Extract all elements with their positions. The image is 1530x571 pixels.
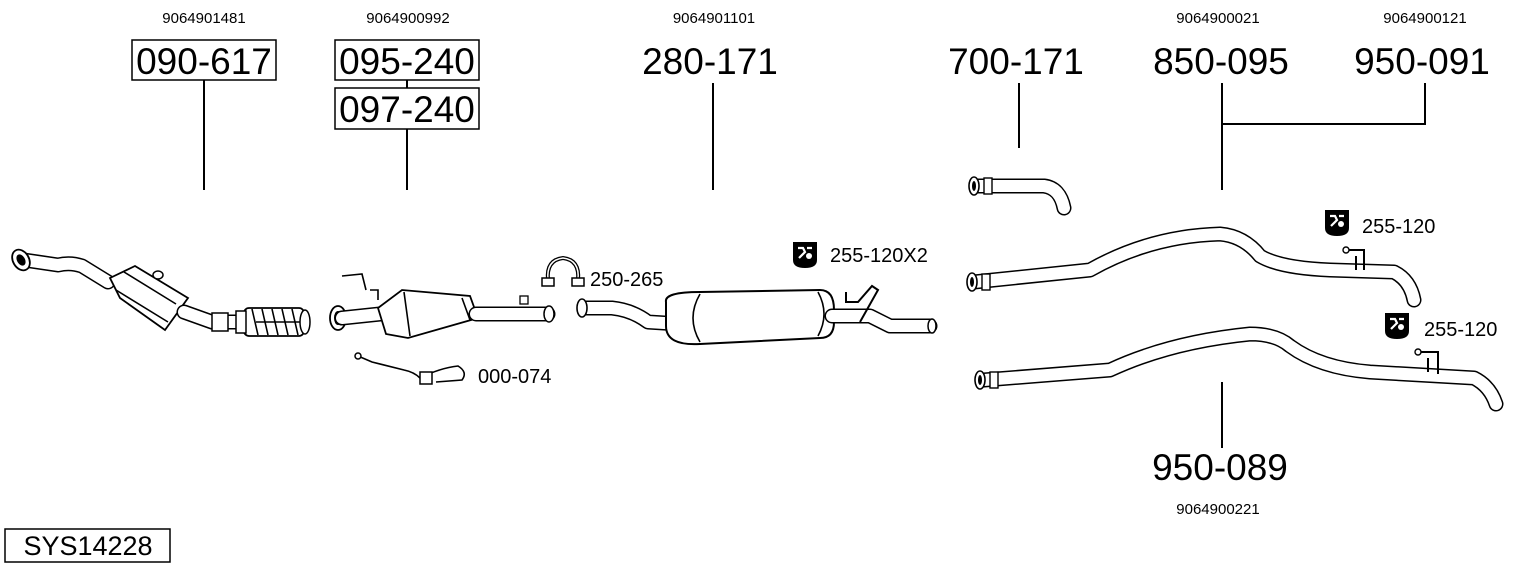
clamp-part-number[interactable]: 250-265 bbox=[590, 269, 663, 291]
tail-pipe-lower[interactable] bbox=[974, 326, 1504, 412]
rubber-hanger-icon[interactable] bbox=[1325, 210, 1349, 236]
rubber-hanger-icon[interactable] bbox=[1385, 313, 1409, 339]
part-number-dpf2[interactable]: 097-240 bbox=[339, 89, 475, 130]
exhaust-sensor[interactable] bbox=[354, 352, 466, 385]
leader-line-tail-pair bbox=[1221, 83, 1426, 190]
rear-silencer[interactable] bbox=[576, 284, 938, 346]
part-number-tail-short[interactable]: 700-171 bbox=[948, 41, 1084, 82]
hanger-lower-part-number[interactable]: 255-120 bbox=[1424, 319, 1497, 341]
part-number-tail-mid[interactable]: 850-095 bbox=[1153, 41, 1289, 82]
tail-pipe-upper[interactable] bbox=[966, 226, 1422, 308]
oem-number-tail-long: 9064900121 bbox=[1383, 10, 1466, 27]
sensor-part-number[interactable]: 000-074 bbox=[478, 366, 551, 388]
system-code: SYS14228 bbox=[23, 531, 152, 561]
rubber-hanger-icon[interactable] bbox=[793, 242, 817, 268]
pipe-clamp-icon[interactable] bbox=[541, 255, 585, 287]
diesel-particulate-filter[interactable] bbox=[329, 273, 556, 339]
oem-number-tail-low: 9064900221 bbox=[1176, 501, 1259, 518]
oem-number-cat: 9064901481 bbox=[162, 10, 245, 27]
part-number-cat[interactable]: 090-617 bbox=[136, 41, 272, 82]
hanger-silencer-part-number[interactable]: 255-120X2 bbox=[830, 245, 928, 267]
catalytic-converter[interactable] bbox=[9, 246, 311, 337]
part-number-silencer[interactable]: 280-171 bbox=[642, 41, 778, 82]
oem-number-dpf: 9064900992 bbox=[366, 10, 449, 27]
tail-pipe-short[interactable] bbox=[968, 176, 1072, 216]
part-number-tail-low[interactable]: 950-089 bbox=[1152, 447, 1288, 488]
part-number-dpf1[interactable]: 095-240 bbox=[339, 41, 475, 82]
oem-number-tail-mid: 9064900021 bbox=[1176, 10, 1259, 27]
system-code-box bbox=[4, 528, 171, 563]
oem-number-silencer: 9064901101 bbox=[673, 10, 755, 27]
part-number-tail-long[interactable]: 950-091 bbox=[1354, 41, 1490, 82]
hanger-upper-part-number[interactable]: 255-120 bbox=[1362, 216, 1435, 238]
